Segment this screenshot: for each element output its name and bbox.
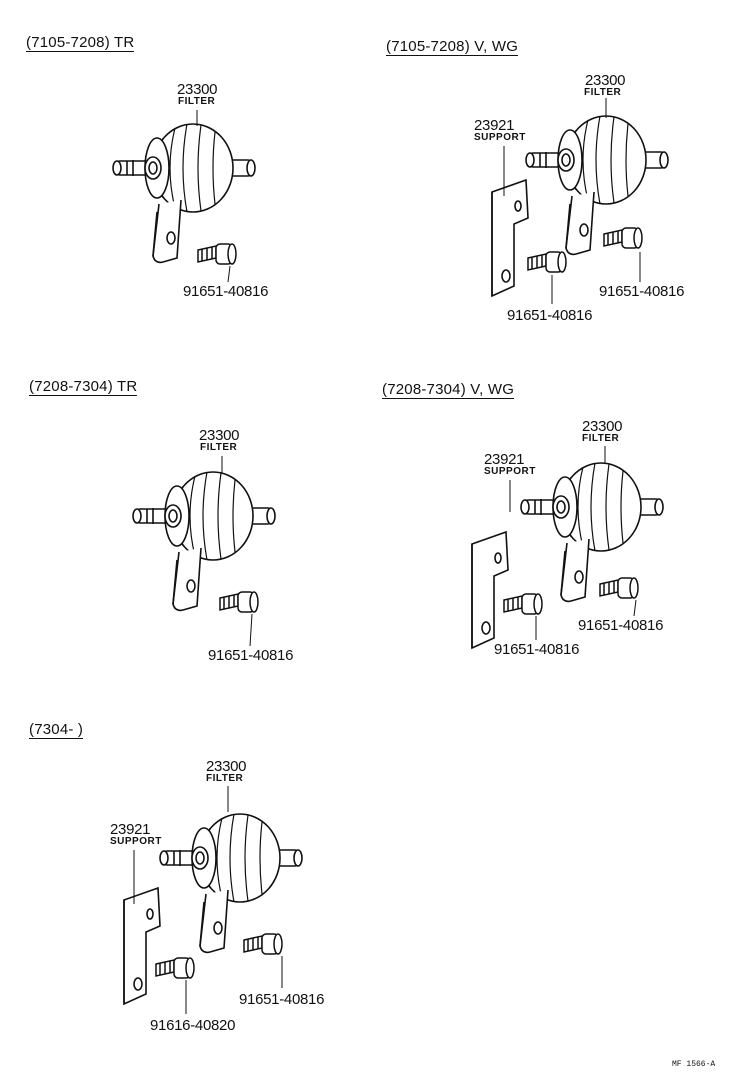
- support-part-number: 23921: [484, 451, 525, 468]
- filter-label: FILTER: [178, 96, 216, 107]
- section-title: (7105-7208) TR: [26, 34, 135, 52]
- filter-drawing-4: [520, 462, 664, 603]
- bolt-part-number: 91651-40816: [599, 283, 685, 300]
- filter-part-number: 23300: [199, 427, 240, 444]
- bolt-part-number: 91651-40816: [208, 647, 294, 664]
- filter-drawing-2: [525, 115, 669, 256]
- filter-part-number: 23300: [206, 758, 247, 775]
- bolt-part-number: 91651-40816: [507, 307, 593, 324]
- section-title: (7304- ): [29, 721, 84, 739]
- filter-label: FILTER: [582, 433, 620, 444]
- support-drawing-4: [471, 531, 509, 649]
- bolt-drawing-5b: [155, 957, 195, 979]
- section-title: (7208-7304) TR: [29, 378, 138, 396]
- support-drawing-5: [123, 887, 161, 1005]
- bolt-drawing-4a: [503, 593, 543, 615]
- bolt-drawing-5a: [243, 933, 283, 955]
- filter-part-number: 23300: [585, 72, 626, 89]
- support-drawing-2: [491, 179, 529, 297]
- document-code: MF 1566-A: [672, 1060, 716, 1069]
- filter-label: FILTER: [200, 442, 238, 453]
- support-label: SUPPORT: [484, 466, 536, 477]
- bolt-drawing-3: [219, 591, 259, 613]
- filter-label: FILTER: [206, 773, 244, 784]
- bolt-part-number: 91651-40816: [494, 641, 580, 658]
- filter-drawing-1: [112, 123, 256, 264]
- bolt-drawing-1: [197, 243, 237, 265]
- filter-drawing-5: [159, 813, 303, 954]
- support-label: SUPPORT: [110, 836, 162, 847]
- section-title: (7105-7208) V, WG: [386, 38, 519, 56]
- filter-label: FILTER: [584, 87, 622, 98]
- bolt-part-number: 91616-40820: [150, 1017, 236, 1034]
- bolt-drawing-2b: [603, 227, 643, 249]
- section-title: (7208-7304) V, WG: [382, 381, 515, 399]
- bolt-part-number: 91651-40816: [578, 617, 664, 634]
- bolt-part-number: 91651-40816: [183, 283, 269, 300]
- filter-part-number: 23300: [177, 81, 218, 98]
- filter-drawing-3: [132, 471, 276, 612]
- bolt-drawing-2a: [527, 251, 567, 273]
- support-part-number: 23921: [474, 117, 515, 134]
- filter-part-number: 23300: [582, 418, 623, 435]
- support-part-number: 23921: [110, 821, 151, 838]
- support-label: SUPPORT: [474, 132, 526, 143]
- bolt-part-number: 91651-40816: [239, 991, 325, 1008]
- bolt-drawing-4b: [599, 577, 639, 599]
